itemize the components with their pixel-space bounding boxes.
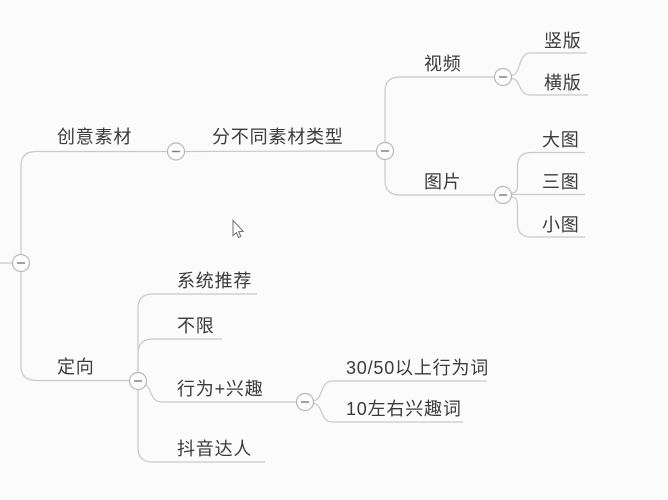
node-image[interactable]: 图片 [424, 172, 462, 192]
collapse-toggle-video[interactable] [493, 67, 513, 87]
collapse-toggle-targeting[interactable] [128, 371, 148, 391]
node-vertical[interactable]: 竖版 [544, 31, 582, 51]
node-material-types[interactable]: 分不同素材类型 [212, 127, 344, 147]
node-three-image[interactable]: 三图 [542, 172, 580, 192]
node-video[interactable]: 视频 [424, 54, 462, 74]
collapse-toggle-image[interactable] [493, 185, 513, 205]
node-unlimited[interactable]: 不限 [177, 316, 215, 336]
connector-lines [0, 52, 588, 463]
node-small-image[interactable]: 小图 [542, 215, 580, 235]
collapse-toggle-creative-material[interactable] [166, 142, 186, 161]
collapse-toggle-material-types[interactable] [375, 141, 395, 161]
node-large-image[interactable]: 大图 [542, 130, 580, 150]
node-horizontal[interactable]: 横版 [544, 73, 582, 93]
node-system-recommend[interactable]: 系统推荐 [177, 271, 253, 291]
collapse-toggle-root[interactable] [11, 253, 31, 273]
node-behavior-words[interactable]: 30/50以上行为词 [346, 358, 490, 378]
node-douyin-influencer[interactable]: 抖音达人 [177, 439, 253, 459]
collapse-toggle-behavior-interest[interactable] [295, 392, 315, 412]
node-behavior-interest[interactable]: 行为+兴趣 [177, 379, 264, 399]
node-targeting[interactable]: 定向 [57, 357, 95, 377]
node-interest-words[interactable]: 10左右兴趣词 [346, 399, 462, 419]
node-creative-material[interactable]: 创意素材 [57, 127, 133, 147]
